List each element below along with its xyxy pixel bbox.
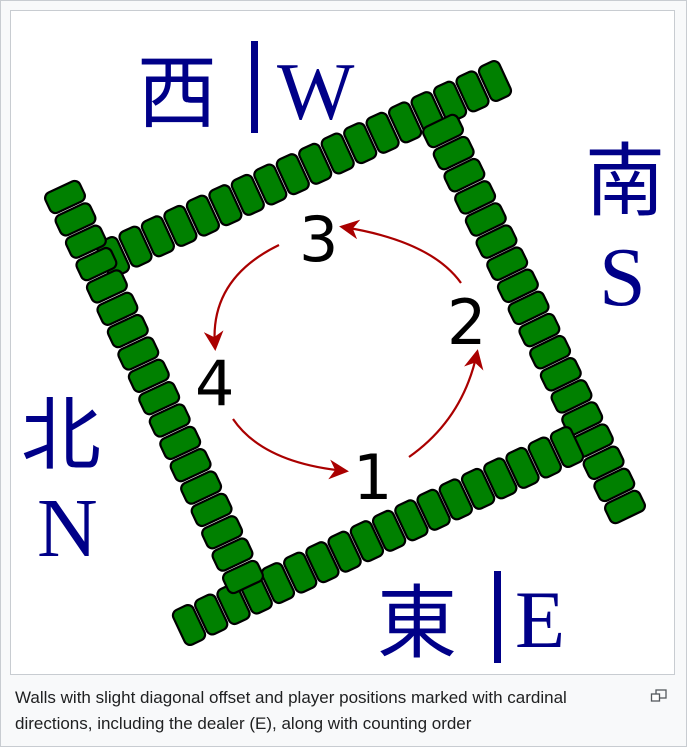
north-character: 北 (21, 389, 101, 482)
arrow-3-to-4 (203, 244, 280, 351)
tile (253, 163, 288, 206)
tile (96, 291, 139, 326)
tile (171, 604, 207, 646)
tile (159, 425, 202, 461)
north-letter: N (37, 482, 98, 575)
counting-order-arrows (203, 219, 484, 480)
enlarge-icon[interactable] (650, 688, 668, 702)
tile (305, 541, 340, 584)
label-south: 南 S (585, 135, 665, 324)
west-wall (95, 60, 513, 278)
label-north: 北 N (21, 389, 101, 575)
tile (138, 381, 181, 416)
west-divider (251, 41, 258, 133)
position-1: 1 (353, 441, 392, 514)
north-wall (44, 179, 264, 595)
south-letter: S (599, 231, 646, 324)
tile (64, 224, 107, 259)
tile (486, 246, 529, 281)
position-3: 3 (299, 203, 338, 276)
tile (365, 111, 400, 154)
tile (118, 225, 153, 268)
tile (496, 268, 539, 304)
tile (169, 448, 212, 483)
tile (117, 336, 160, 371)
tile (343, 122, 378, 165)
tile (163, 204, 198, 247)
east-character: 東 (377, 577, 457, 670)
position-4: 4 (195, 347, 234, 420)
tile (54, 202, 97, 237)
tile (201, 515, 244, 550)
wall-diagram: 3 2 4 1 西 W 南 S 北 N 東 E (21, 41, 665, 670)
tile (211, 537, 254, 572)
east-wall (171, 426, 585, 646)
tile (208, 184, 243, 227)
tile (140, 215, 175, 258)
tile (455, 70, 490, 113)
tile (432, 135, 475, 171)
tile (593, 467, 636, 503)
tile (148, 403, 191, 438)
arrow-4-to-1 (232, 418, 349, 480)
tile (283, 551, 318, 594)
tile (422, 113, 464, 149)
tile (230, 173, 265, 216)
tile (216, 583, 251, 626)
tile (185, 194, 220, 237)
tile (190, 492, 233, 528)
tile (483, 457, 518, 500)
tile (371, 509, 407, 552)
mahjong-walls (44, 60, 646, 646)
south-character: 南 (585, 135, 665, 228)
tile (349, 520, 385, 563)
tile (518, 312, 561, 348)
tile (460, 467, 496, 510)
diagram-image[interactable]: 3 2 4 1 西 W 南 S 北 N 東 E (10, 10, 675, 675)
tile (475, 224, 518, 259)
label-west: 西 W (137, 41, 355, 140)
west-character: 西 (137, 47, 217, 140)
tile (527, 436, 562, 479)
tile (550, 379, 593, 414)
tile (604, 489, 646, 525)
tile (298, 142, 333, 185)
east-letter: E (515, 574, 565, 665)
tile (443, 157, 486, 193)
position-2: 2 (447, 286, 486, 359)
tile (180, 470, 223, 505)
tile (106, 313, 149, 349)
tile (539, 357, 582, 392)
figure-thumbnail: 3 2 4 1 西 W 南 S 北 N 東 E W (0, 0, 687, 747)
tile (549, 426, 585, 468)
tile (582, 445, 625, 481)
arrow-1-to-2 (408, 349, 484, 458)
figure-caption: Walls with slight diagonal offset and pl… (15, 688, 567, 733)
arrow-2-to-3 (339, 219, 462, 284)
tile (327, 530, 362, 573)
tile (507, 290, 550, 326)
tile (438, 478, 473, 521)
tile (529, 334, 572, 370)
tile (477, 60, 513, 102)
tile (320, 132, 355, 175)
east-divider (494, 571, 501, 663)
tile (464, 202, 507, 237)
tile (388, 101, 423, 144)
tile (85, 269, 128, 304)
tile (275, 153, 310, 196)
tile (222, 559, 264, 595)
tile (394, 499, 429, 542)
tile (194, 593, 229, 636)
tile (44, 179, 86, 215)
tile (454, 180, 497, 215)
west-letter: W (277, 46, 355, 137)
tile (127, 358, 170, 393)
tile (416, 488, 451, 531)
label-east: 東 E (377, 571, 565, 670)
tile (260, 562, 296, 605)
tile (505, 446, 540, 489)
tile (75, 246, 118, 282)
